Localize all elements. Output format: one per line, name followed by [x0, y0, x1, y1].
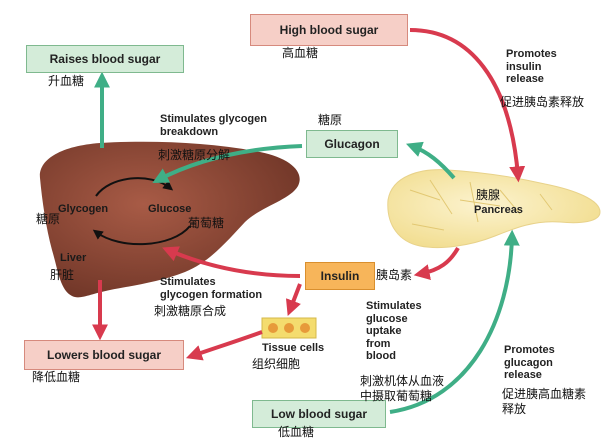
tissue-cell — [268, 323, 278, 333]
cycle-arrow-bottom — [92, 225, 191, 246]
stimulates-formation-label: Stimulates glycogen formation — [160, 276, 263, 301]
zh-high-blood-sugar: 高血糖 — [282, 46, 319, 60]
insulin-box: Insulin — [305, 262, 375, 290]
arrow-insulin-to-tissue — [285, 283, 302, 316]
cycle-arrow-top — [95, 177, 174, 197]
arrow-pancreas-to-glucagon — [406, 141, 456, 180]
zh-stimulates-uptake: 刺激机体从血液 中摄取葡萄糖 — [360, 374, 445, 403]
high-blood-sugar-box: High blood sugar — [250, 14, 408, 46]
liver-label: Liver — [60, 252, 87, 264]
glycogen-label: Glycogen — [58, 203, 109, 215]
zh-glycogen: 糖原 — [36, 212, 61, 226]
zh-stimulates-formation: 刺激糖原合成 — [154, 304, 227, 318]
zh-pancreas: 胰腺 — [476, 188, 501, 202]
promotes-glucagon-label: Promotes glucagon release — [504, 344, 555, 381]
zh-glucose: 葡萄糖 — [188, 216, 225, 230]
zh-stimulates-breakdown: 刺激糖原分解 — [158, 148, 231, 162]
zh-promotes-insulin: 促进胰岛素释放 — [500, 95, 585, 109]
zh-tissue-cells: 组织细胞 — [252, 357, 301, 371]
arrow-pancreas-to-insulin — [413, 246, 460, 280]
zh-low-blood-sugar: 低血糖 — [278, 425, 315, 439]
zh-raises-blood-sugar: 升血糖 — [48, 74, 85, 88]
tissue-cell — [284, 323, 294, 333]
raises-blood-sugar-box: Raises blood sugar — [26, 45, 184, 73]
zh-liver: 肝脏 — [50, 268, 75, 282]
promotes-insulin-label: Promotes insulin release — [506, 48, 557, 85]
liver-organ — [39, 141, 300, 298]
lowers-blood-sugar-box: Lowers blood sugar — [24, 340, 184, 370]
zh-insulin: 胰岛素 — [376, 268, 413, 282]
tissue-cell — [300, 323, 310, 333]
glucagon-box: Glucagon — [306, 130, 398, 158]
stimulates-breakdown-label: Stimulates glycogen breakdown — [160, 113, 267, 138]
arrow-low-to-pancreas — [389, 229, 520, 414]
zh-lowers-blood-sugar: 降低血糖 — [32, 370, 81, 384]
pancreas-texture — [409, 179, 553, 231]
glucose-label: Glucose — [148, 203, 192, 215]
arrow-insulin-to-liver — [162, 246, 301, 278]
zh-glycogen-top: 糖原 — [318, 113, 343, 127]
stimulates-uptake-label: Stimulates glucose uptake from blood — [366, 300, 422, 362]
pancreas-label: Pancreas — [474, 204, 523, 216]
low-blood-sugar-box: Low blood sugar — [252, 400, 386, 428]
zh-promotes-glucagon: 促进胰高血糖素 释放 — [502, 387, 587, 416]
arrow-tissue-to-lowers — [185, 330, 263, 361]
arrow-glucagon-to-liver — [152, 144, 303, 183]
tissue-cells-label: Tissue cells — [262, 342, 325, 354]
arrow-high-to-pancreas — [409, 28, 526, 183]
